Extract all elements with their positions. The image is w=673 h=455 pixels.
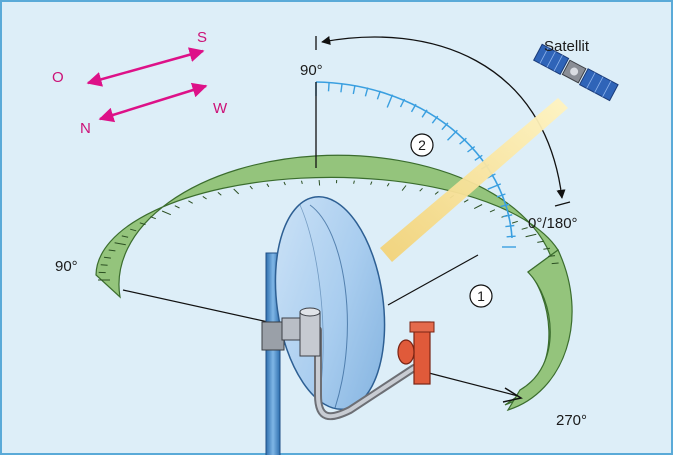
azimuth-tick	[188, 200, 193, 204]
azimuth-tick	[114, 242, 126, 246]
dish-inner-rim	[309, 204, 348, 409]
satellite-label: Satellit	[544, 38, 590, 55]
azimuth-right-label: 270°	[556, 412, 587, 429]
azimuth-tick	[103, 256, 111, 259]
azimuth-tick	[473, 204, 483, 210]
compass-west-label: W	[213, 100, 228, 117]
azimuth-marker-label: 1	[477, 288, 485, 304]
azimuth-tick	[283, 181, 286, 186]
azimuth-marker: 1	[469, 284, 493, 308]
compass-north-west-arrow	[98, 82, 208, 123]
elevation-tick	[505, 224, 515, 228]
compass-rose: O S N W	[52, 29, 228, 137]
azimuth-tick	[551, 262, 559, 265]
satellite-icon	[533, 43, 619, 102]
azimuth-tick	[511, 220, 518, 224]
azimuth-tick	[202, 195, 207, 200]
elevation-tick	[503, 214, 513, 218]
lnb-icon	[397, 321, 435, 385]
azimuth-tick	[463, 199, 469, 203]
azimuth-forward-reference	[387, 254, 479, 306]
azimuth-tick	[548, 255, 556, 257]
azimuth-tick	[489, 209, 496, 213]
azimuth-tick	[525, 233, 537, 238]
azimuth-arrow-head	[502, 387, 523, 403]
azimuth-tick	[543, 247, 551, 250]
compass-north-label: N	[80, 120, 91, 137]
mounting-clamp	[261, 307, 321, 357]
azimuth-tick	[217, 192, 222, 196]
azimuth-tick	[130, 228, 137, 232]
azimuth-left-label: 90°	[55, 258, 78, 275]
elevation-marker-label: 2	[418, 137, 426, 153]
azimuth-tick	[233, 188, 240, 195]
compass-east-label: O	[52, 69, 64, 86]
azimuth-tick	[121, 235, 129, 238]
elevation-marker: 2	[410, 133, 434, 157]
elevation-range-arrow	[321, 36, 566, 199]
azimuth-tick	[150, 216, 156, 220]
signal-beam	[380, 98, 568, 262]
azimuth-tick	[100, 264, 108, 266]
azimuth-scale	[95, 154, 573, 412]
azimuth-tick	[108, 249, 116, 252]
azimuth-tick	[139, 222, 146, 226]
azimuth-right-reference	[424, 371, 519, 397]
azimuth-scale-right-arc	[506, 249, 573, 412]
elevation-tick	[500, 203, 510, 208]
lnb-arm-inner	[316, 328, 416, 419]
elevation-tick	[506, 235, 516, 238]
azimuth-tick	[521, 227, 528, 230]
azimuth-tick	[266, 183, 270, 188]
azimuth-tick	[249, 185, 253, 190]
elevation-tick	[327, 82, 330, 92]
azimuth-tick	[318, 180, 321, 186]
compass-east-south-arrow	[86, 47, 205, 87]
elevation-zero-tick	[554, 201, 571, 207]
azimuth-tick	[161, 210, 171, 216]
elevation-zero-label: 0°/180°	[528, 215, 578, 232]
azimuth-tick	[537, 240, 544, 243]
elevation-top-label: 90°	[300, 62, 323, 79]
compass-south-label: S	[197, 29, 207, 46]
azimuth-tick	[301, 180, 303, 185]
azimuth-tick	[174, 205, 180, 209]
